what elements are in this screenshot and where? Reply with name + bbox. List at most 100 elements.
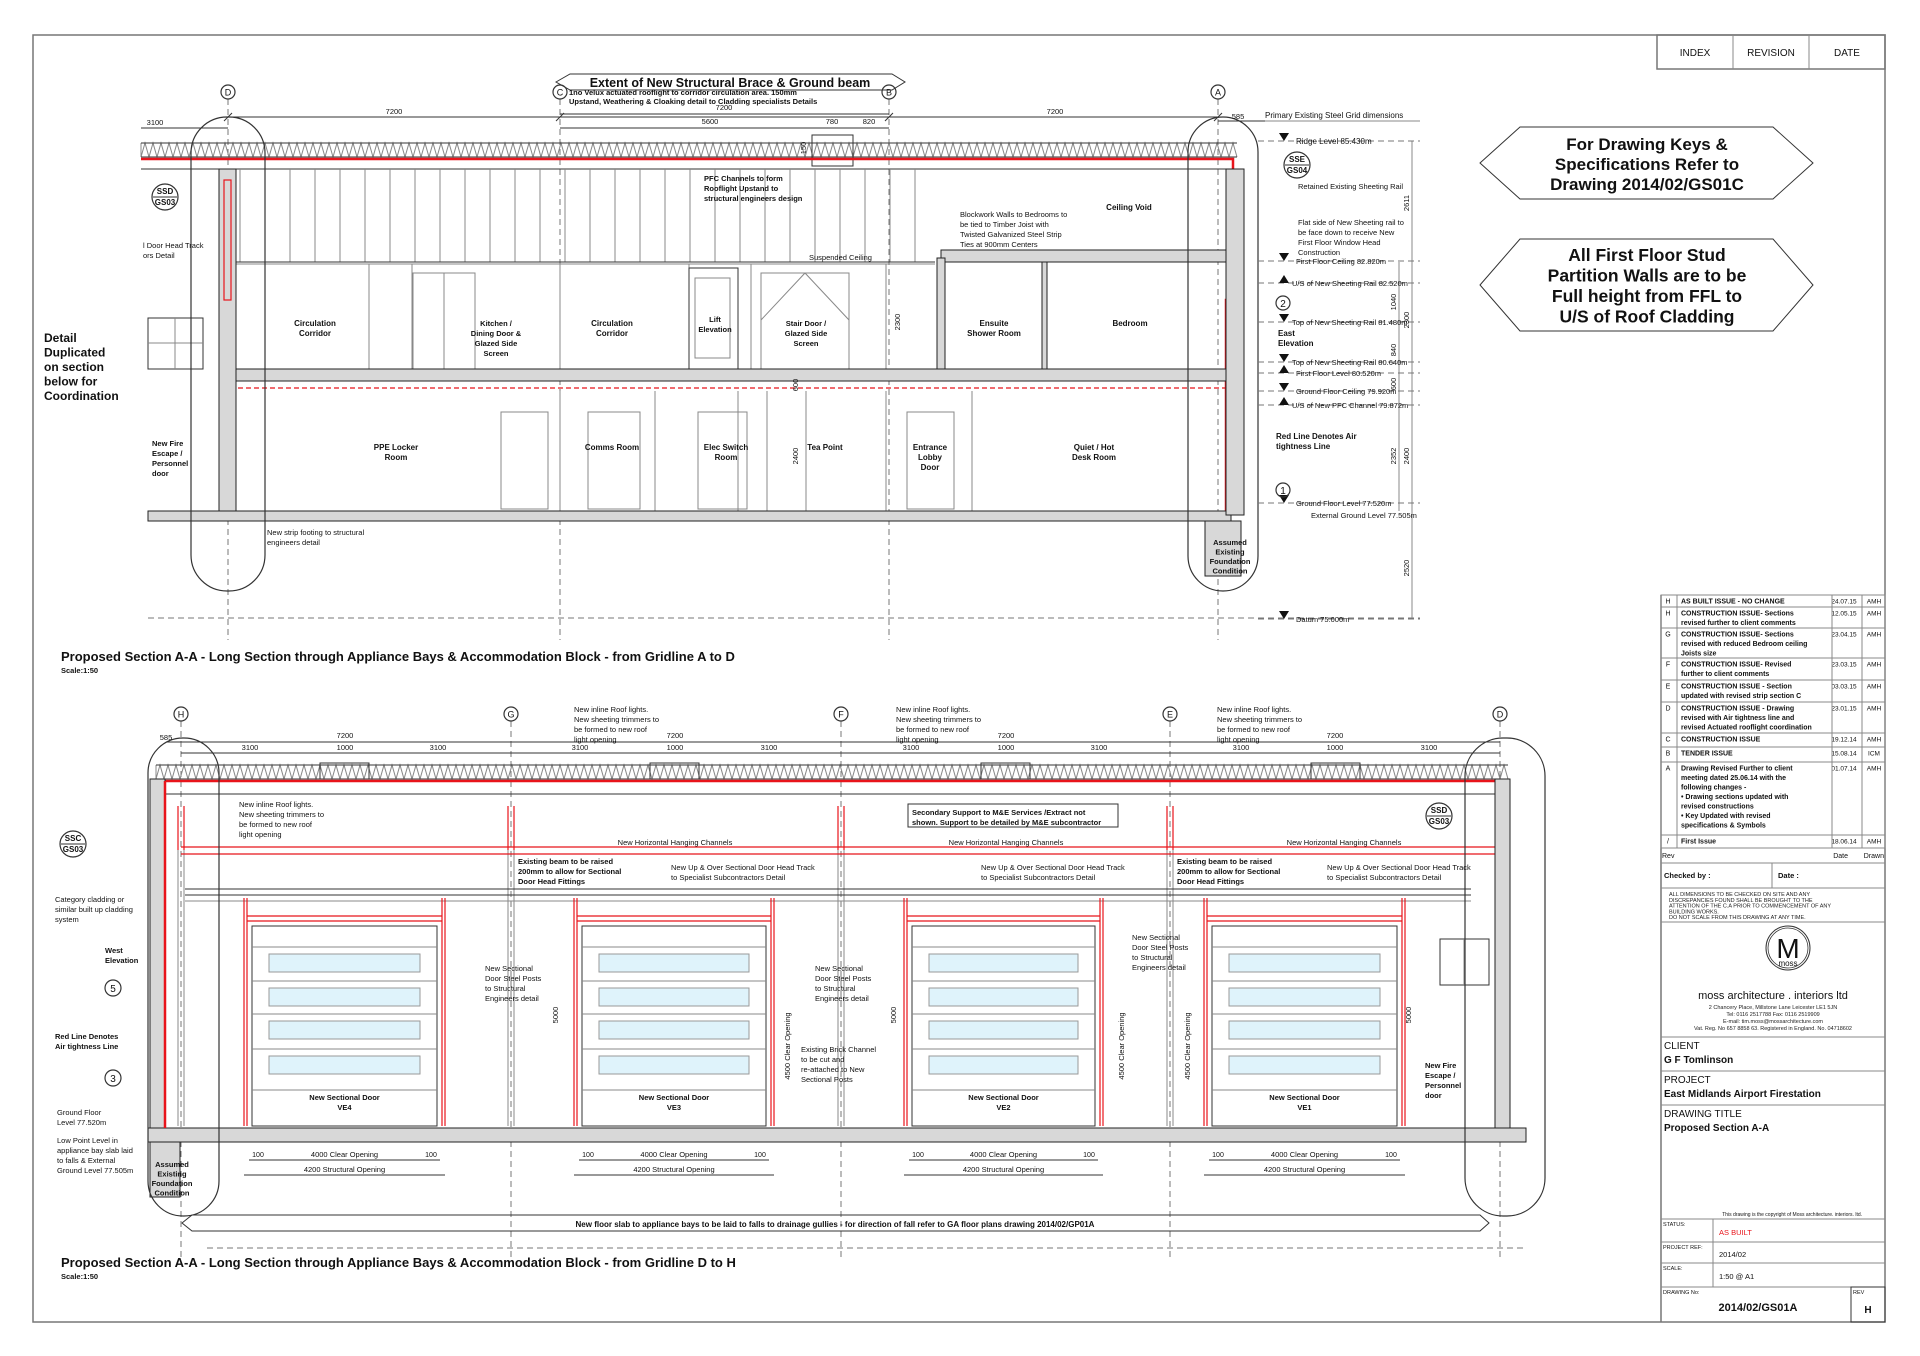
blockwork-label: be tied to Timber Joist with — [960, 220, 1049, 229]
us-pfc-label: U/S of New PFC Channel 79.872m — [1292, 401, 1408, 410]
circulation-corridor-1-label: Circulation — [294, 319, 336, 328]
head-track-3-label: to Specialist Subcontractors Detail — [1327, 873, 1442, 882]
id-label: VE4 — [337, 1103, 352, 1112]
description-label: updated with revised strip section C — [1681, 693, 1801, 700]
fire-escape-label: door — [152, 469, 169, 478]
partition-walls-label: All First Floor Stud — [1568, 245, 1726, 265]
1-label: 7200 — [337, 731, 354, 740]
steel-posts-1-label: New Sectional — [485, 964, 533, 973]
date-label: 15.08.14 — [1831, 751, 1857, 758]
door-glazing-panel — [598, 1020, 750, 1040]
brick-wall-right — [1225, 168, 1245, 516]
project-ref-label-label: PROJECT REF: — [1663, 1245, 1703, 1251]
west-wall — [149, 778, 166, 1129]
gridline-bubble — [220, 84, 236, 100]
sectional-door-ve2 — [911, 925, 1096, 1127]
foundation-label: Condition — [155, 1189, 190, 1198]
scale-label-label: SCALE: — [1663, 1266, 1683, 1272]
detail-callout-left — [147, 737, 220, 1217]
ssc-ref-label: SSC — [65, 834, 82, 843]
rev-label: C — [1665, 737, 1670, 744]
17-label: 600 — [791, 379, 800, 392]
door-glazing-panel — [268, 1020, 421, 1040]
clear-label: 4000 Clear Opening — [311, 1150, 378, 1159]
1-label: C — [557, 88, 564, 98]
rooflight-opening — [980, 762, 1031, 780]
blockwork-label: Blockwork Walls to Bedrooms to — [960, 210, 1067, 219]
marker-circle — [1275, 482, 1291, 498]
detail-duplicated-label: Coordination — [44, 389, 119, 403]
section-ref-bubble-ssd — [151, 183, 179, 211]
level-marker-icon — [1279, 133, 1289, 141]
drawn-label: ICM — [1868, 751, 1880, 758]
rooflight-opening — [319, 762, 370, 780]
gridline-bubble — [1162, 706, 1178, 722]
19-label: 150 — [799, 142, 808, 155]
drawing-keys-label: For Drawing Keys & — [1566, 135, 1728, 154]
suspended-ceiling-label: Suspended Ceiling — [809, 253, 872, 262]
roof-lights-1-label: New inline Roof lights. — [574, 705, 648, 714]
client-label-label: CLIENT — [1664, 1041, 1700, 1052]
edge-left-label: 100 — [912, 1152, 924, 1159]
description-label: revised with reduced Bedroom ceiling — [1681, 641, 1807, 648]
east-elevation-label: East — [1278, 329, 1295, 338]
gridline-bubble — [173, 706, 189, 722]
title-label: Proposed Section A-A - Long Section thro… — [61, 649, 735, 664]
id-label: VE3 — [667, 1103, 681, 1112]
line — [760, 272, 806, 321]
header-index-box — [1656, 34, 1886, 70]
drawing-no-label-label: DRAWING No: — [1663, 1290, 1700, 1296]
drawn-label: AMH — [1867, 737, 1882, 744]
0-label: H — [178, 710, 185, 720]
gridline-bubble — [1492, 706, 1508, 722]
ssd-ref-label: SSD — [1431, 806, 1448, 815]
steel-posts-3-label: New Sectional — [1132, 933, 1180, 942]
kitchen-label: Dining Door & — [471, 329, 522, 338]
detail-duplicated-label: Detail — [44, 331, 77, 345]
revision-row — [1660, 834, 1886, 849]
date-label: 18.06.14 — [1831, 839, 1857, 846]
12-label: 3100 — [761, 743, 778, 752]
door-glazing-panel — [1228, 953, 1381, 973]
entrance-lobby-label: Door — [921, 463, 940, 472]
marker-5-label: 5 — [110, 984, 116, 995]
description-label: First Issue — [1681, 839, 1716, 846]
circulation-corridor-1-label: Corridor — [299, 329, 331, 338]
partition-walls-label: Full height from FFL to — [1552, 286, 1742, 306]
col-drawn-label: Drawn — [1864, 853, 1884, 860]
sectional-door-ve3 — [581, 925, 767, 1127]
door-glazing-panel — [268, 987, 421, 1007]
description-label: Joists size — [1681, 651, 1717, 658]
hanging-channels-3-label: New Horizontal Hanging Channels — [1287, 838, 1402, 847]
line — [804, 272, 850, 321]
22-label: 4500 Clear Opening — [1183, 1012, 1192, 1079]
door-glazing-panel — [1228, 1055, 1381, 1075]
red-line-label: tightness Line — [1276, 442, 1331, 451]
beam-raised-2-label: Door Head Fittings — [1177, 877, 1244, 886]
roof-lights-3-label: New inline Roof lights. — [1217, 705, 1291, 714]
beam-raised-2-label: 200mm to allow for Sectional — [1177, 867, 1280, 876]
drawing-keys-label: Specifications Refer to — [1555, 155, 1739, 174]
door-glazing-panel — [928, 953, 1079, 973]
sse-ref-label: SSE — [1289, 155, 1306, 164]
disclaimer-label: ALL DIMENSIONS TO BE CHECKED ON SITE AND… — [1669, 892, 1810, 898]
roof-lights-1-label: light opening — [574, 735, 617, 744]
clear-label: 4000 Clear Opening — [1271, 1150, 1338, 1159]
id-label: VE1 — [1297, 1103, 1311, 1112]
steel-posts-1-label: Engineers detail — [485, 994, 539, 1003]
date-label: 23.03.15 — [1831, 662, 1857, 669]
name-label: New Sectional Door — [968, 1093, 1039, 1102]
3-label: E — [1167, 710, 1173, 720]
rev-label: H — [1665, 599, 1670, 606]
roof-lights-4-label: New inline Roof lights. — [239, 800, 313, 809]
project-ref-label: 2014/02 — [1719, 1250, 1746, 1259]
floor-slab-banner — [181, 1214, 1490, 1232]
ridge-level-label: Ridge Level 85.430m — [1296, 137, 1372, 146]
16-label: 2300 — [893, 314, 902, 331]
20-label: 4500 Clear Opening — [783, 1012, 792, 1079]
ground-floor-ceiling-label: Ground Floor Ceiling 79.920m — [1296, 387, 1396, 396]
cladding-label: Category cladding or — [55, 895, 125, 904]
brick-channel-label: Sectional Posts — [801, 1075, 853, 1084]
level-marker-icon — [1279, 253, 1289, 261]
